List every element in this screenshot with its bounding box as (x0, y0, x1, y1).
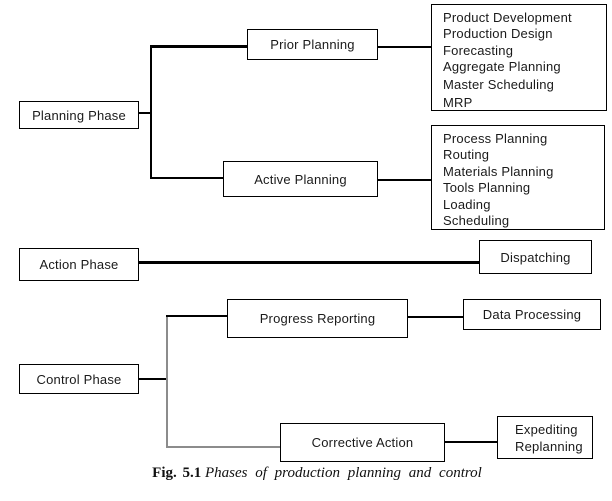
node-planning-phase: Planning Phase (19, 101, 139, 129)
list-item: Materials Planning (443, 163, 554, 179)
list-item: Aggregate Planning (443, 59, 561, 75)
list-item: Loading (443, 196, 491, 212)
connector-action-to-dispatching (139, 261, 479, 264)
node-action-phase: Action Phase (19, 248, 139, 281)
list-item: Master Scheduling (443, 76, 555, 92)
list-item: Scheduling (443, 213, 510, 229)
list-item: Tools Planning (443, 180, 531, 196)
list-item: Expediting (515, 421, 578, 437)
node-data-processing: Data Processing (463, 299, 601, 330)
connector-progress-to-data-processing (408, 316, 463, 318)
connector-to-prior-planning (150, 45, 247, 48)
list-item: Forecasting (443, 42, 514, 58)
node-dispatching: Dispatching (479, 240, 592, 274)
connector-planning-stub (139, 112, 151, 114)
node-prior-planning-outputs: Product Development Production Design Fo… (431, 4, 607, 111)
node-prior-planning: Prior Planning (247, 29, 378, 60)
connector-corrective-to-expediting (445, 441, 497, 443)
list-item: Routing (443, 147, 490, 163)
connector-prior-to-outputs (378, 46, 431, 48)
connector-control-vertical (166, 315, 168, 447)
list-item: Replanning (515, 438, 583, 454)
connector-to-active-planning (150, 177, 223, 179)
list-item: Production Design (443, 26, 553, 42)
figure-caption-label: Fig. 5.1 (152, 465, 202, 481)
node-corrective-action: Corrective Action (280, 423, 445, 462)
figure-caption: Fig. 5.1 Phases of production planning a… (11, 465, 612, 482)
node-active-planning: Active Planning (223, 161, 378, 197)
list-item: Process Planning (443, 131, 548, 146)
list-item: Product Development (443, 10, 572, 25)
connector-active-to-outputs (378, 179, 431, 181)
node-expediting-replanning: Expediting Replanning (497, 416, 593, 459)
figure-caption-text: Phases of production planning and contro… (205, 465, 482, 481)
connector-to-progress-reporting (166, 315, 227, 317)
connector-control-stub (139, 378, 167, 380)
connector-to-corrective-action (166, 446, 280, 448)
node-progress-reporting: Progress Reporting (227, 299, 408, 338)
node-control-phase: Control Phase (19, 364, 139, 394)
connector-planning-vertical (150, 45, 152, 178)
node-active-planning-outputs: Process Planning Routing Materials Plann… (431, 125, 605, 230)
list-item: MRP (443, 95, 473, 111)
